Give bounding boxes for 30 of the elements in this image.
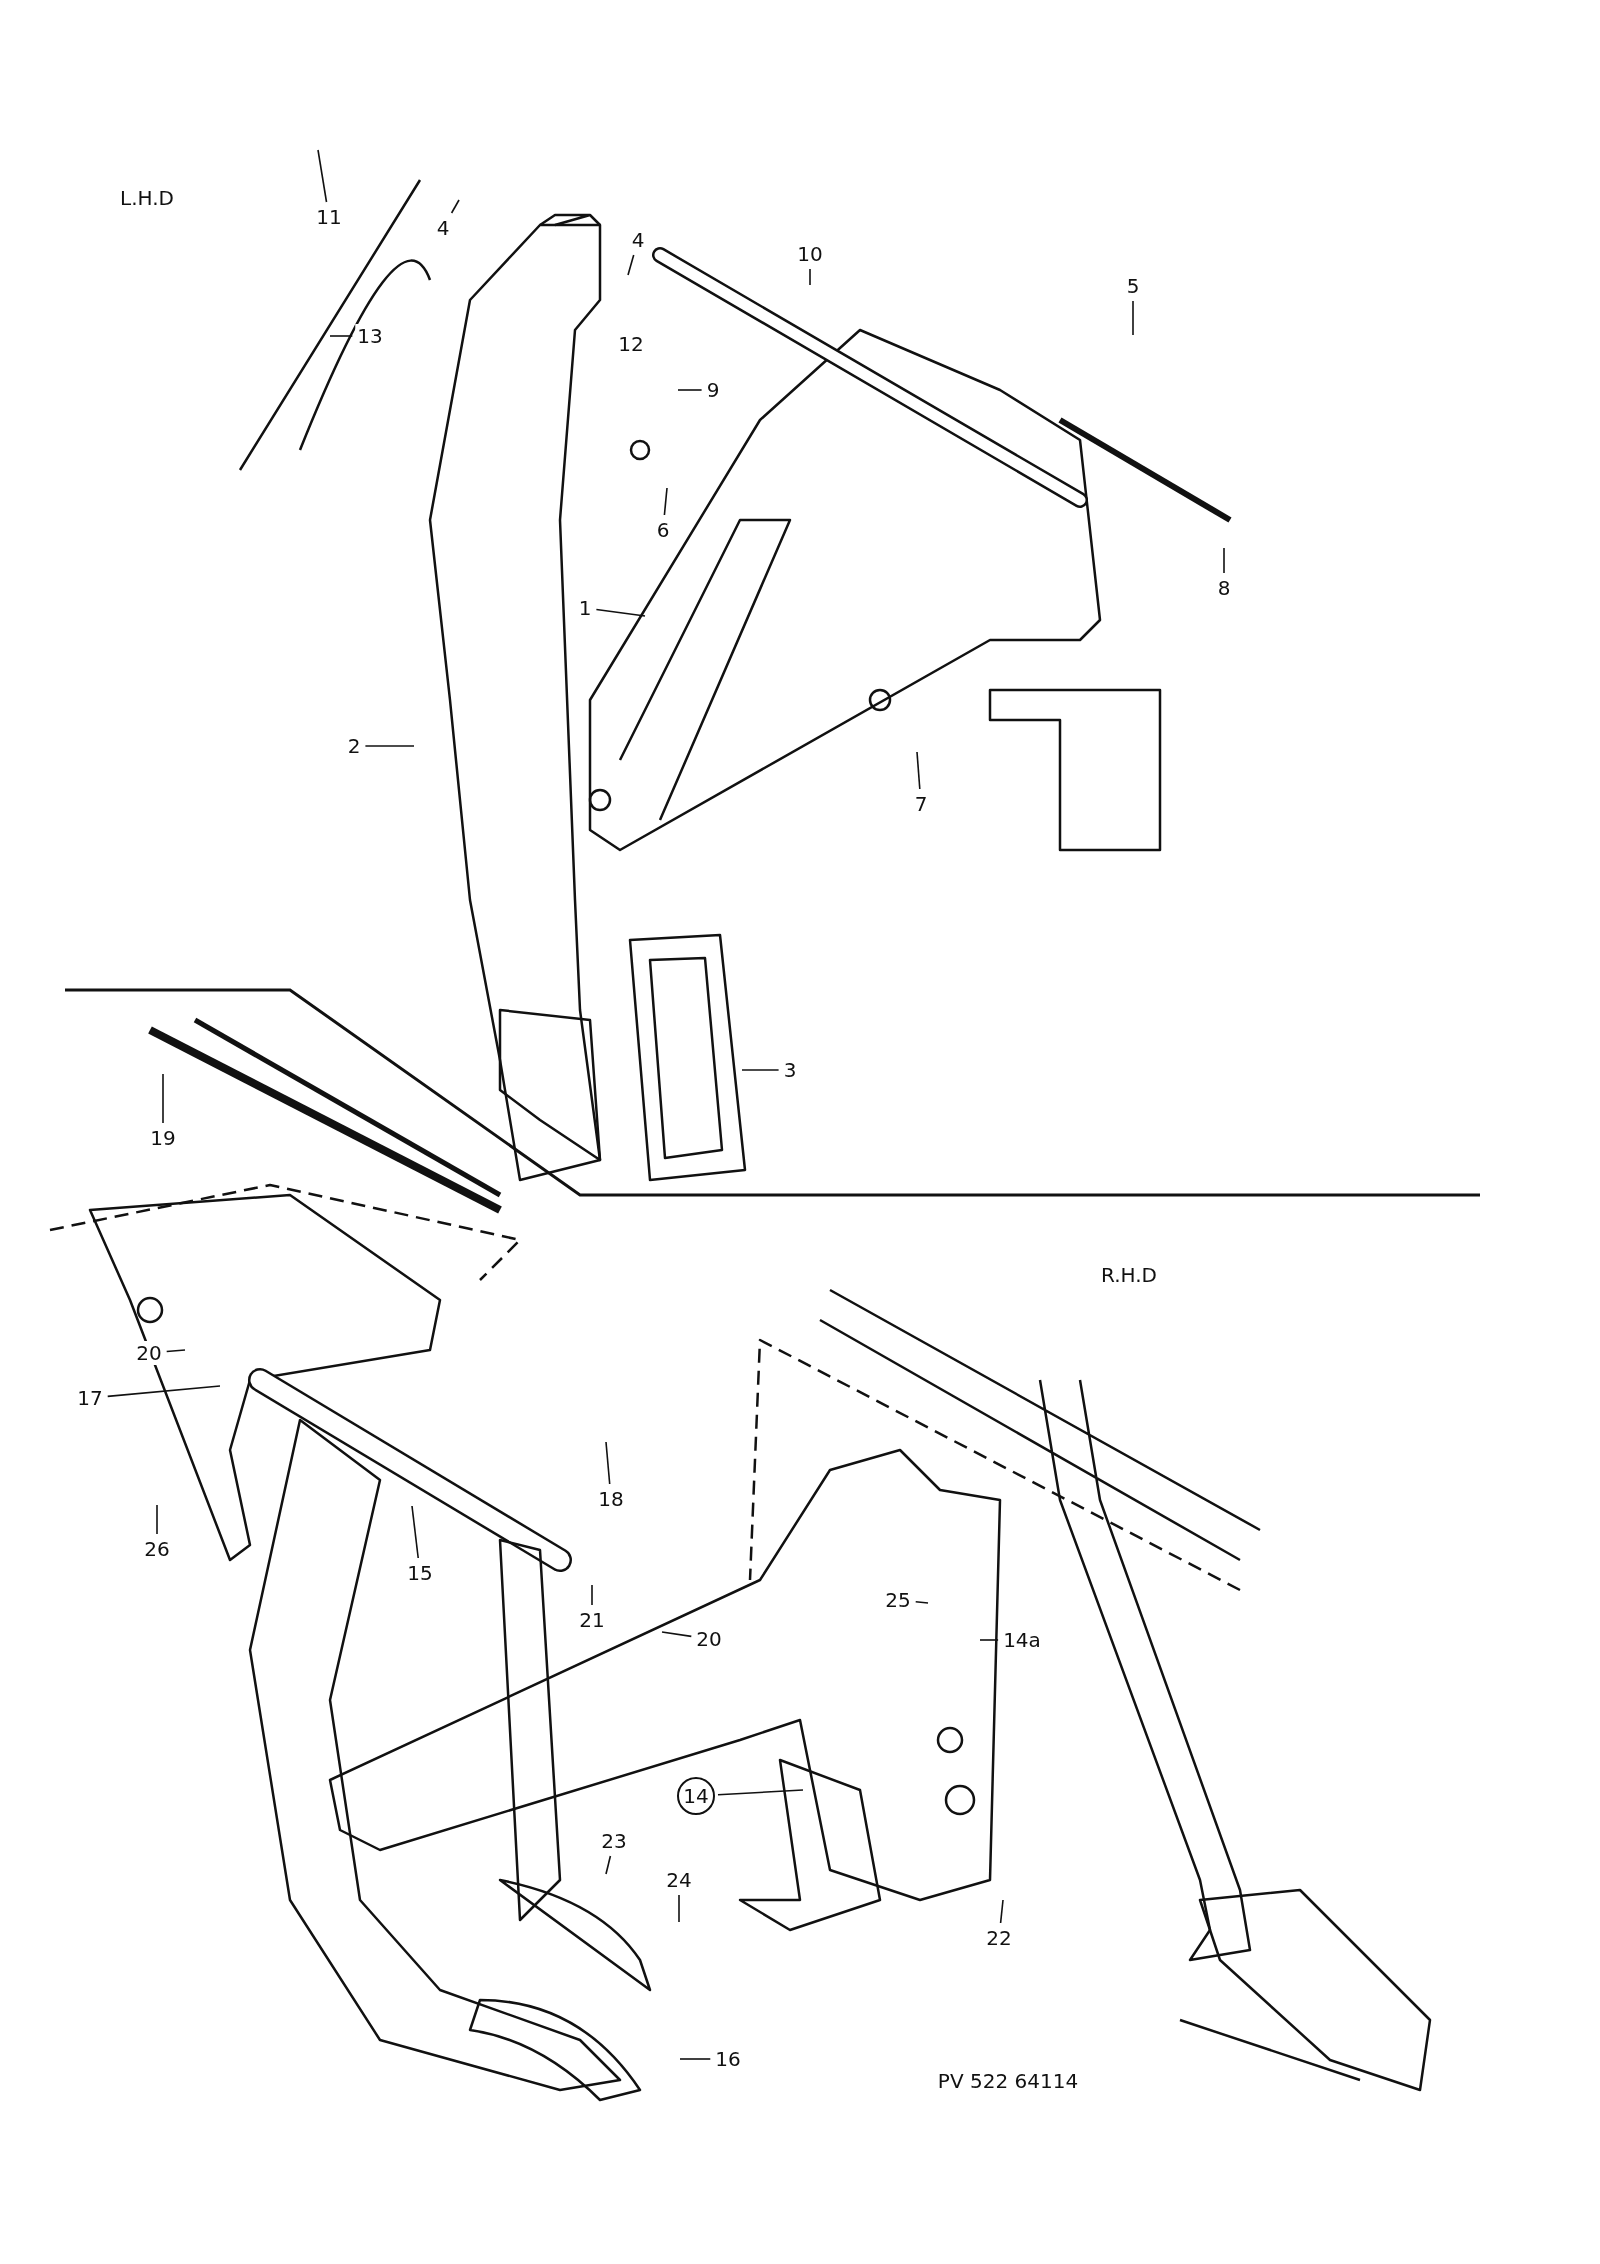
leader-line (156, 1504, 158, 1535)
leader-line (106, 1385, 221, 1398)
leader-line (661, 1631, 693, 1638)
callout-number: 20 (134, 1341, 164, 1365)
leader-line (162, 1073, 164, 1124)
callout-number: 14 (677, 1777, 715, 1815)
leader-line (317, 149, 328, 203)
leader-line (678, 1894, 680, 1923)
leader-line (450, 199, 460, 214)
leader-line (605, 1441, 611, 1485)
leader-line (916, 751, 921, 790)
leader-line (663, 487, 668, 516)
leader-line (1132, 300, 1134, 336)
leader-line (165, 1349, 186, 1353)
leader-line (1223, 547, 1225, 574)
leader-line (627, 254, 635, 276)
leader-line (411, 1505, 419, 1559)
leader-line (591, 1584, 593, 1606)
leader-line (679, 2058, 712, 2060)
leader-line (329, 335, 354, 337)
leader-line (741, 1069, 780, 1071)
leader-line (809, 268, 811, 286)
leader-line (364, 745, 415, 747)
leader-line (677, 389, 703, 391)
leader-line (605, 1855, 612, 1875)
leader-line (914, 1601, 929, 1604)
leader-line (717, 1789, 804, 1796)
leader-line (979, 1639, 999, 1641)
leader-line (999, 1899, 1004, 1924)
leader-line (595, 608, 646, 617)
